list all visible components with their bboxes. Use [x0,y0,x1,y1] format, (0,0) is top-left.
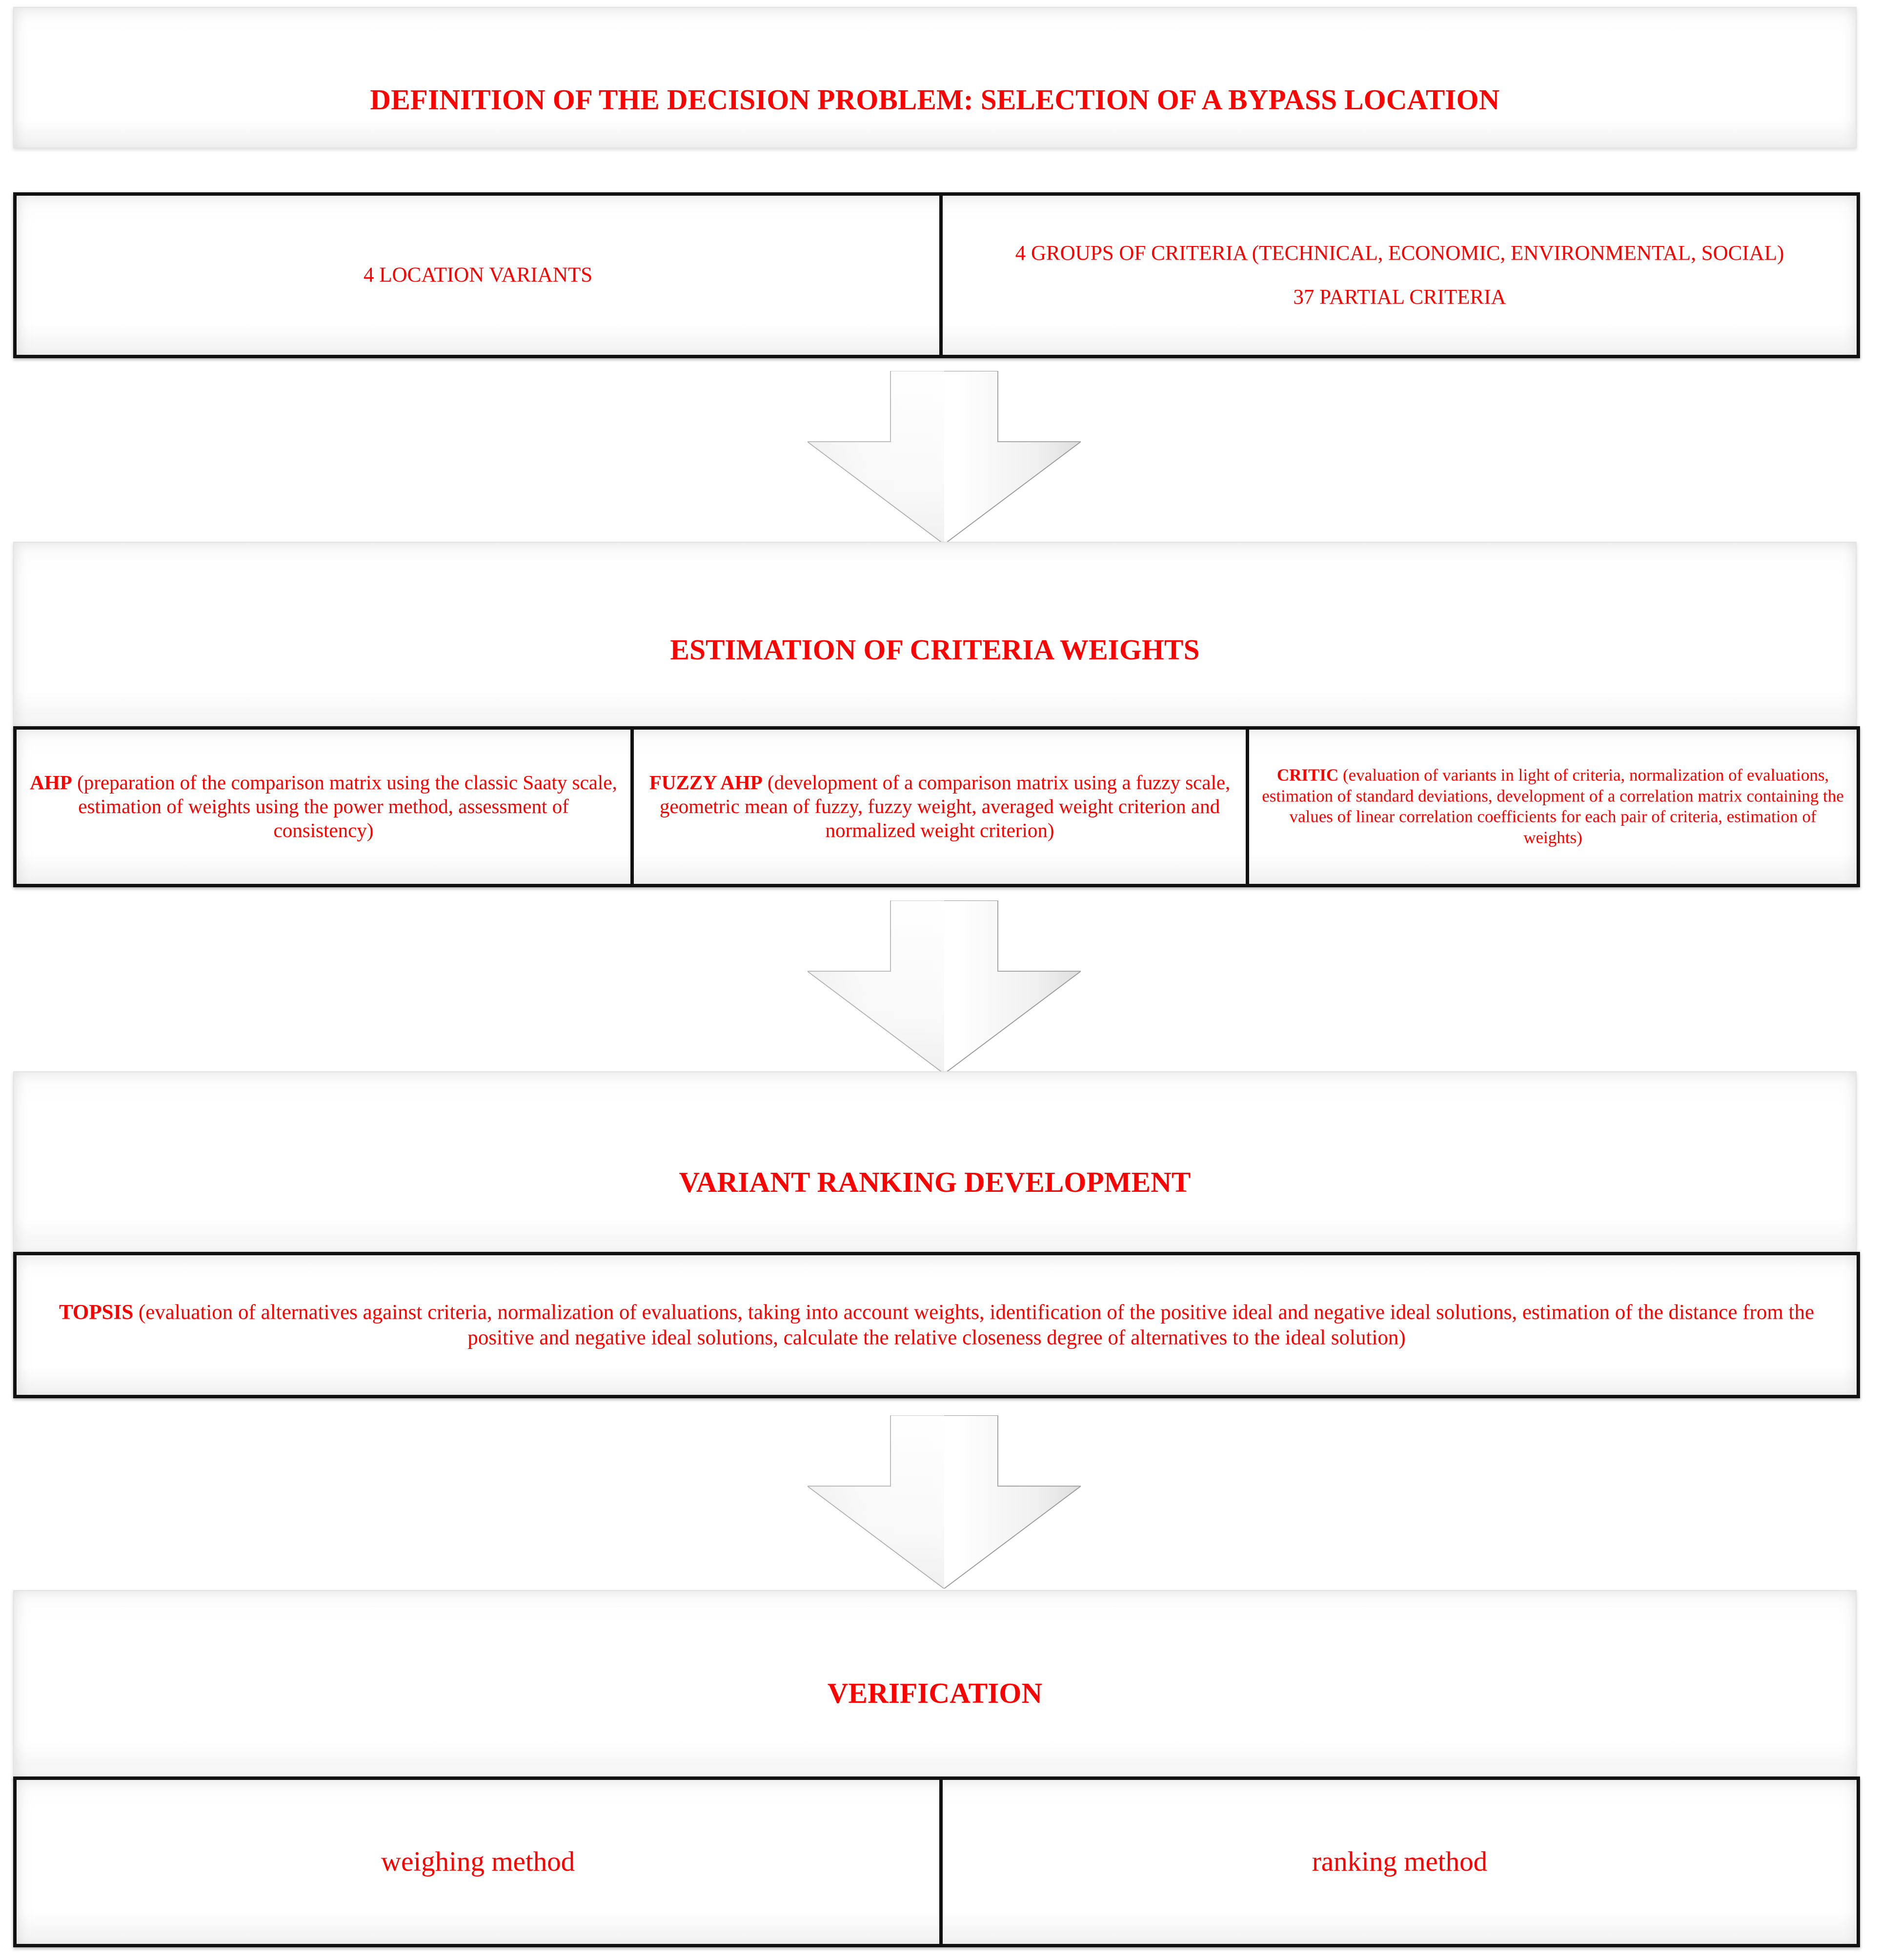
stage-definition-box [13,7,1857,148]
cell-method-ahp: AHP (preparation of the comparison matri… [17,771,630,843]
cell-ranking-method-label: ranking method [1312,1846,1488,1877]
cell-method-fuzzy-ahp-body: (development of a comparison matrix usin… [659,771,1231,842]
cell-criteria-groups-line2: 37 PARTIAL CRITERIA [1293,286,1506,308]
cell-criteria-groups: 4 GROUPS OF CRITERIA (TECHNICAL, ECONOMI… [943,241,1857,309]
stage-verification-title: VERIFICATION [827,1677,1043,1709]
verification-methods-box: weighing method ranking method [13,1776,1860,1947]
stage-weights-title: ESTIMATION OF CRITERIA WEIGHTS [670,633,1200,666]
weights-divider-1 [630,730,634,884]
cell-method-ahp-body: (preparation of the comparison matrix us… [77,771,617,842]
weights-divider-2 [1246,730,1249,884]
arrow-weights-to-ranking [808,900,1081,1074]
definition-cell-divider [939,196,943,355]
down-arrow-icon [808,900,1081,1074]
cell-weighing-method: weighing method [17,1845,939,1878]
down-arrow-icon [808,371,1081,544]
arrow-definition-to-weights [808,371,1081,544]
stage-verification-box [13,1590,1857,1780]
weights-methods-box: AHP (preparation of the comparison matri… [13,726,1860,887]
stage-ranking-box [13,1071,1857,1257]
cell-criteria-groups-spacer [955,266,1844,285]
down-arrow-icon [808,1415,1081,1589]
cell-method-fuzzy-ahp-name: FUZZY AHP [649,771,763,794]
stage-definition-title: DEFINITION OF THE DECISION PROBLEM: SELE… [370,83,1500,116]
cell-method-topsis-body: (evaluation of alternatives against crit… [138,1301,1815,1349]
cell-method-ahp-name: AHP [30,771,72,794]
ranking-method-box: TOPSIS (evaluation of alternatives again… [13,1252,1860,1398]
cell-method-critic-body: (evaluation of variants in light of crit… [1262,765,1844,847]
cell-criteria-groups-line1: 4 GROUPS OF CRITERIA (TECHNICAL, ECONOMI… [1015,242,1784,265]
cell-method-fuzzy-ahp: FUZZY AHP (development of a comparison m… [634,771,1246,843]
cell-ranking-method: ranking method [943,1845,1857,1878]
verification-cell-divider [939,1780,943,1944]
cell-location-variants: 4 LOCATION VARIANTS [17,263,939,288]
cell-location-variants-line: 4 LOCATION VARIANTS [363,264,593,287]
stage-ranking-title: VARIANT RANKING DEVELOPMENT [679,1166,1191,1198]
cell-weighing-method-label: weighing method [381,1846,575,1877]
cell-method-critic: CRITIC (evaluation of variants in light … [1249,765,1857,849]
arrow-ranking-to-verification [808,1415,1081,1589]
definition-detail-box: 4 LOCATION VARIANTS 4 GROUPS OF CRITERIA… [13,192,1860,358]
cell-method-topsis-name: TOPSIS [59,1301,134,1324]
stage-weights-box [13,542,1857,730]
cell-method-topsis: TOPSIS (evaluation of alternatives again… [17,1300,1857,1350]
cell-method-critic-name: CRITIC [1276,765,1339,785]
